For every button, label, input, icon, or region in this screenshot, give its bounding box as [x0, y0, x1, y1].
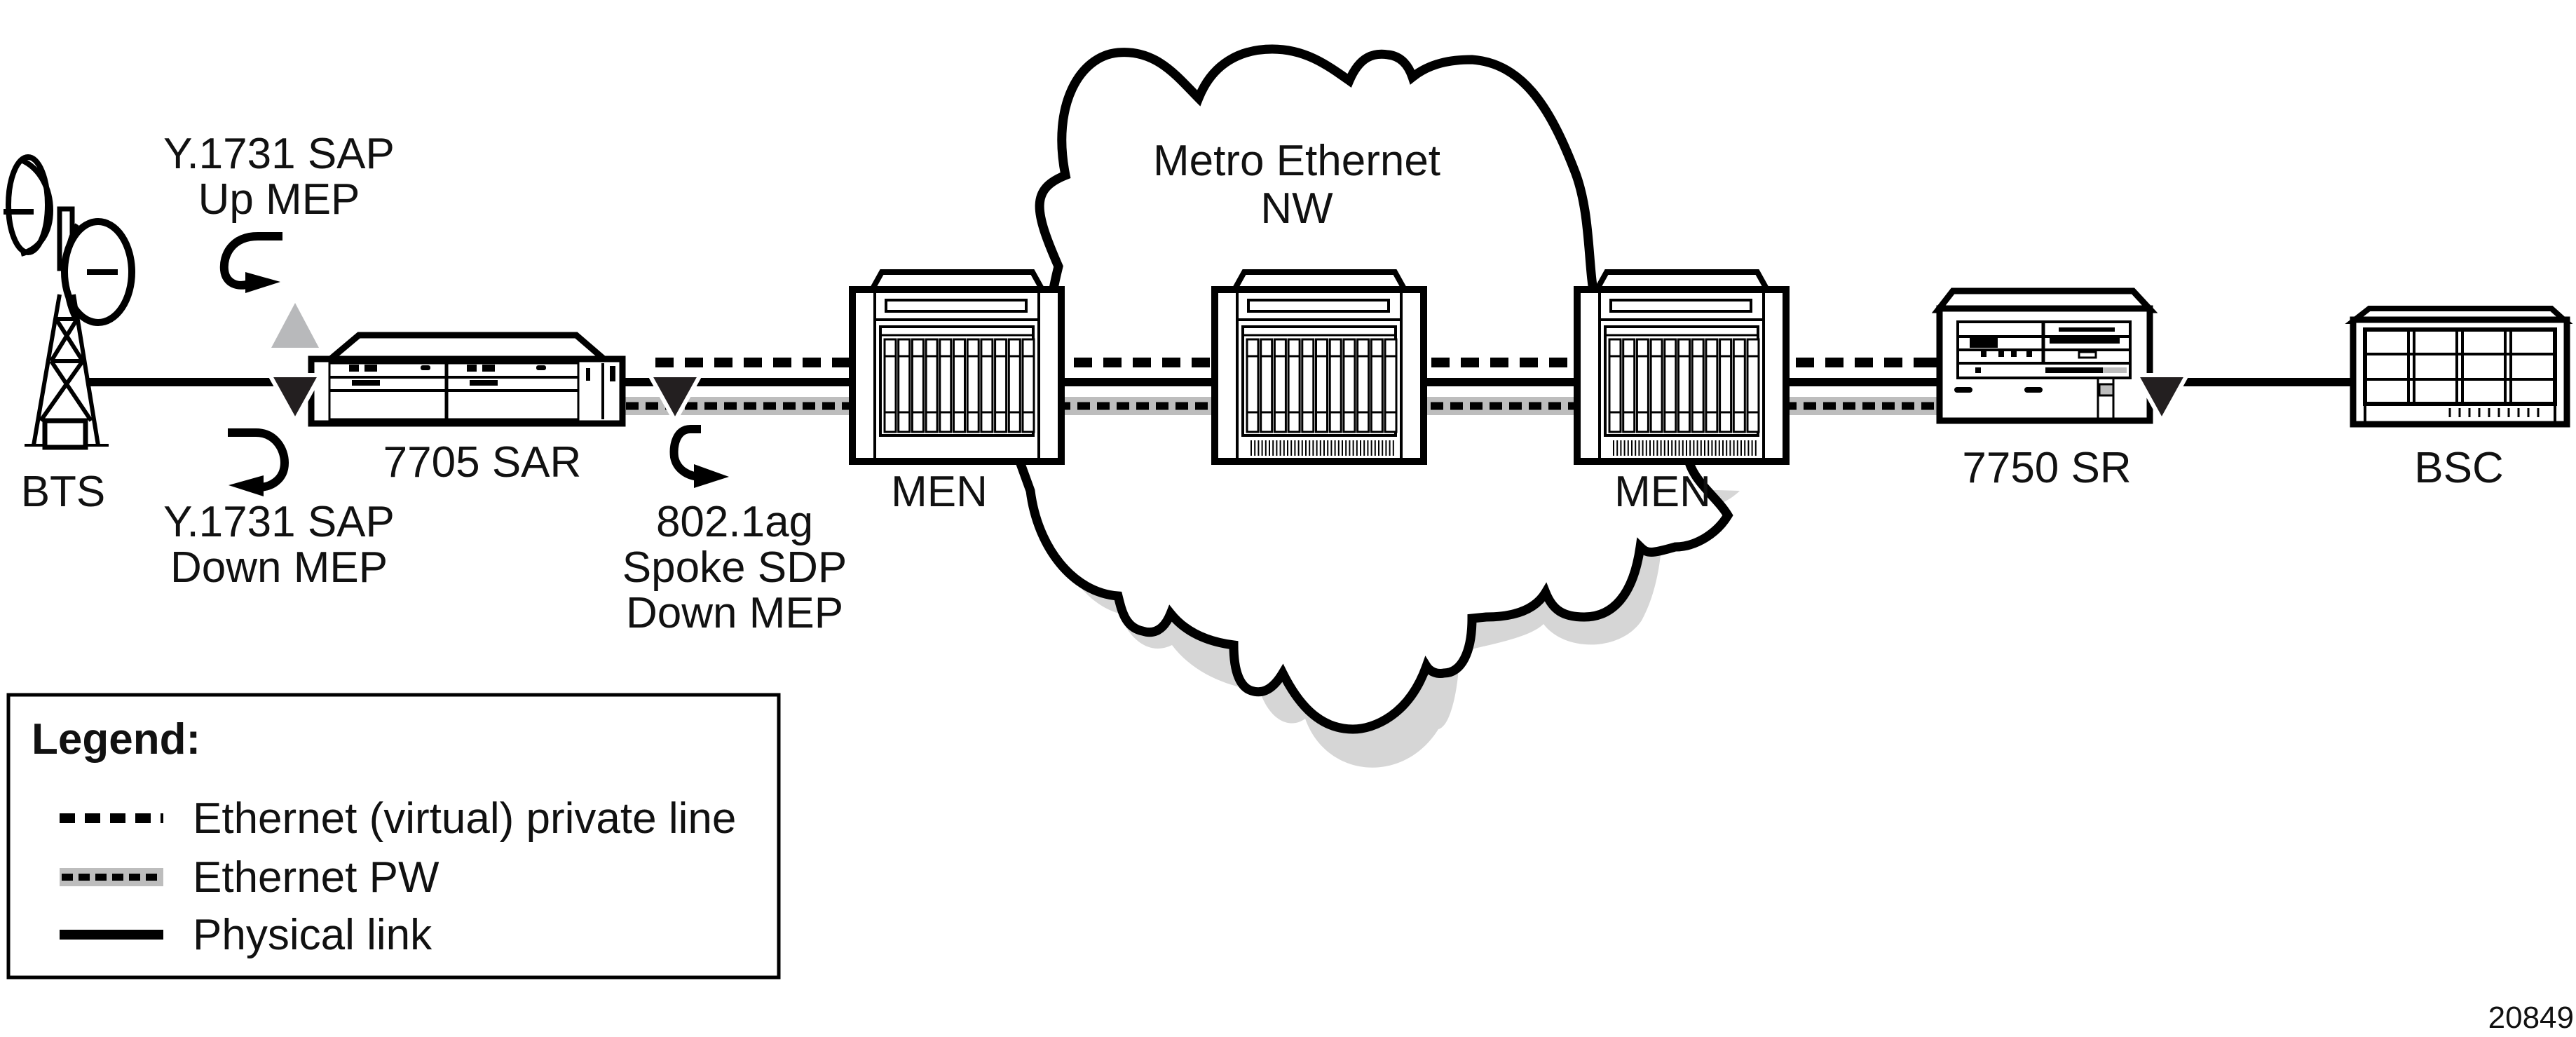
sap-down-mep-label-line2: Down MEP — [170, 543, 388, 592]
line-card-slot — [1663, 338, 1677, 433]
cloud-label-line1: Metro Ethernet — [1153, 137, 1440, 185]
line-card-slot — [1021, 338, 1035, 433]
line-card-slot — [1287, 338, 1301, 433]
legend-label-pw: Ethernet PW — [193, 853, 439, 902]
up-mep-label-line2: Up MEP — [198, 175, 360, 224]
line-card-slot — [1342, 338, 1356, 433]
line-card-slot — [1608, 338, 1622, 433]
sar-device — [308, 332, 626, 427]
line-card-slot — [1746, 338, 1760, 433]
line-card-slot — [1301, 338, 1315, 433]
line-card-slot — [1705, 338, 1719, 433]
line-card-slot — [1007, 338, 1021, 433]
line-card-slot — [925, 338, 939, 433]
men-center-slots — [1246, 338, 1398, 456]
line-card-slot — [980, 338, 994, 433]
sdp-down-mep-triangle-icon — [646, 373, 704, 426]
sap-down-mep-label-line1: Y.1731 SAP — [163, 498, 395, 546]
legend: Legend: Ethernet (virtual) private line … — [6, 693, 781, 980]
legend-title: Legend: — [32, 715, 200, 764]
line-card-slot — [994, 338, 1008, 433]
line-card-slot — [1622, 338, 1636, 433]
line-card-slot — [1719, 338, 1733, 433]
cloud-label-line2: NW — [1260, 184, 1333, 233]
line-card-slot — [897, 338, 911, 433]
line-card-slot — [911, 338, 925, 433]
legend-label-evpl: Ethernet (virtual) private line — [193, 794, 736, 843]
bsc-device — [2345, 306, 2573, 428]
line-card-slot — [939, 338, 953, 433]
bts-label: BTS — [21, 468, 106, 516]
men-right-label: MEN — [1614, 468, 1711, 516]
line-card-slot — [1649, 338, 1663, 433]
sdp-down-mep-arrow-icon — [669, 425, 729, 488]
up-mep-triangle-icon — [271, 303, 319, 348]
sdp-down-mep-label-line3: Down MEP — [626, 589, 843, 637]
men-right-device — [1577, 272, 1786, 461]
line-card-slot — [1691, 338, 1705, 433]
sr-label: 7750 SR — [1962, 444, 2131, 492]
line-card-slot — [1315, 338, 1328, 433]
up-mep-label-line1: Y.1731 SAP — [163, 130, 395, 178]
line-card-slot — [883, 338, 897, 433]
sap-down-mep-arrow-icon — [228, 428, 289, 496]
sdp-down-mep-label-line1: 802.1ag — [656, 498, 813, 546]
men-left-label: MEN — [891, 468, 988, 516]
line-card-slot — [1732, 338, 1746, 433]
figure-id: 20849 — [2488, 1001, 2574, 1035]
up-mep-arrow-icon — [219, 232, 282, 293]
line-card-slot — [1384, 338, 1398, 433]
line-card-slot — [1677, 338, 1691, 433]
line-card-slot — [953, 338, 966, 433]
sar-label: 7705 SAR — [383, 438, 582, 487]
line-card-slot — [1260, 338, 1274, 433]
men-right-slots — [1608, 338, 1760, 456]
line-card-slot — [966, 338, 980, 433]
men-left-device — [852, 272, 1061, 461]
sap-down-mep-triangle-icon — [266, 373, 325, 426]
line-card-slot — [1370, 338, 1384, 433]
line-card-slot — [1246, 338, 1260, 433]
legend-label-physical: Physical link — [193, 911, 432, 959]
line-card-slot — [1635, 338, 1649, 433]
line-card-slot — [1328, 338, 1342, 433]
bsc-vents — [2448, 408, 2540, 417]
sr-down-mep-triangle-icon — [2132, 373, 2191, 426]
bts-tower — [4, 154, 135, 450]
men-center-device — [1215, 272, 1424, 461]
sr-device — [1929, 287, 2158, 424]
line-card-slot — [1273, 338, 1287, 433]
line-card-slot — [1356, 338, 1370, 433]
bsc-label: BSC — [2414, 444, 2503, 492]
sdp-down-mep-label-line2: Spoke SDP — [622, 543, 847, 592]
